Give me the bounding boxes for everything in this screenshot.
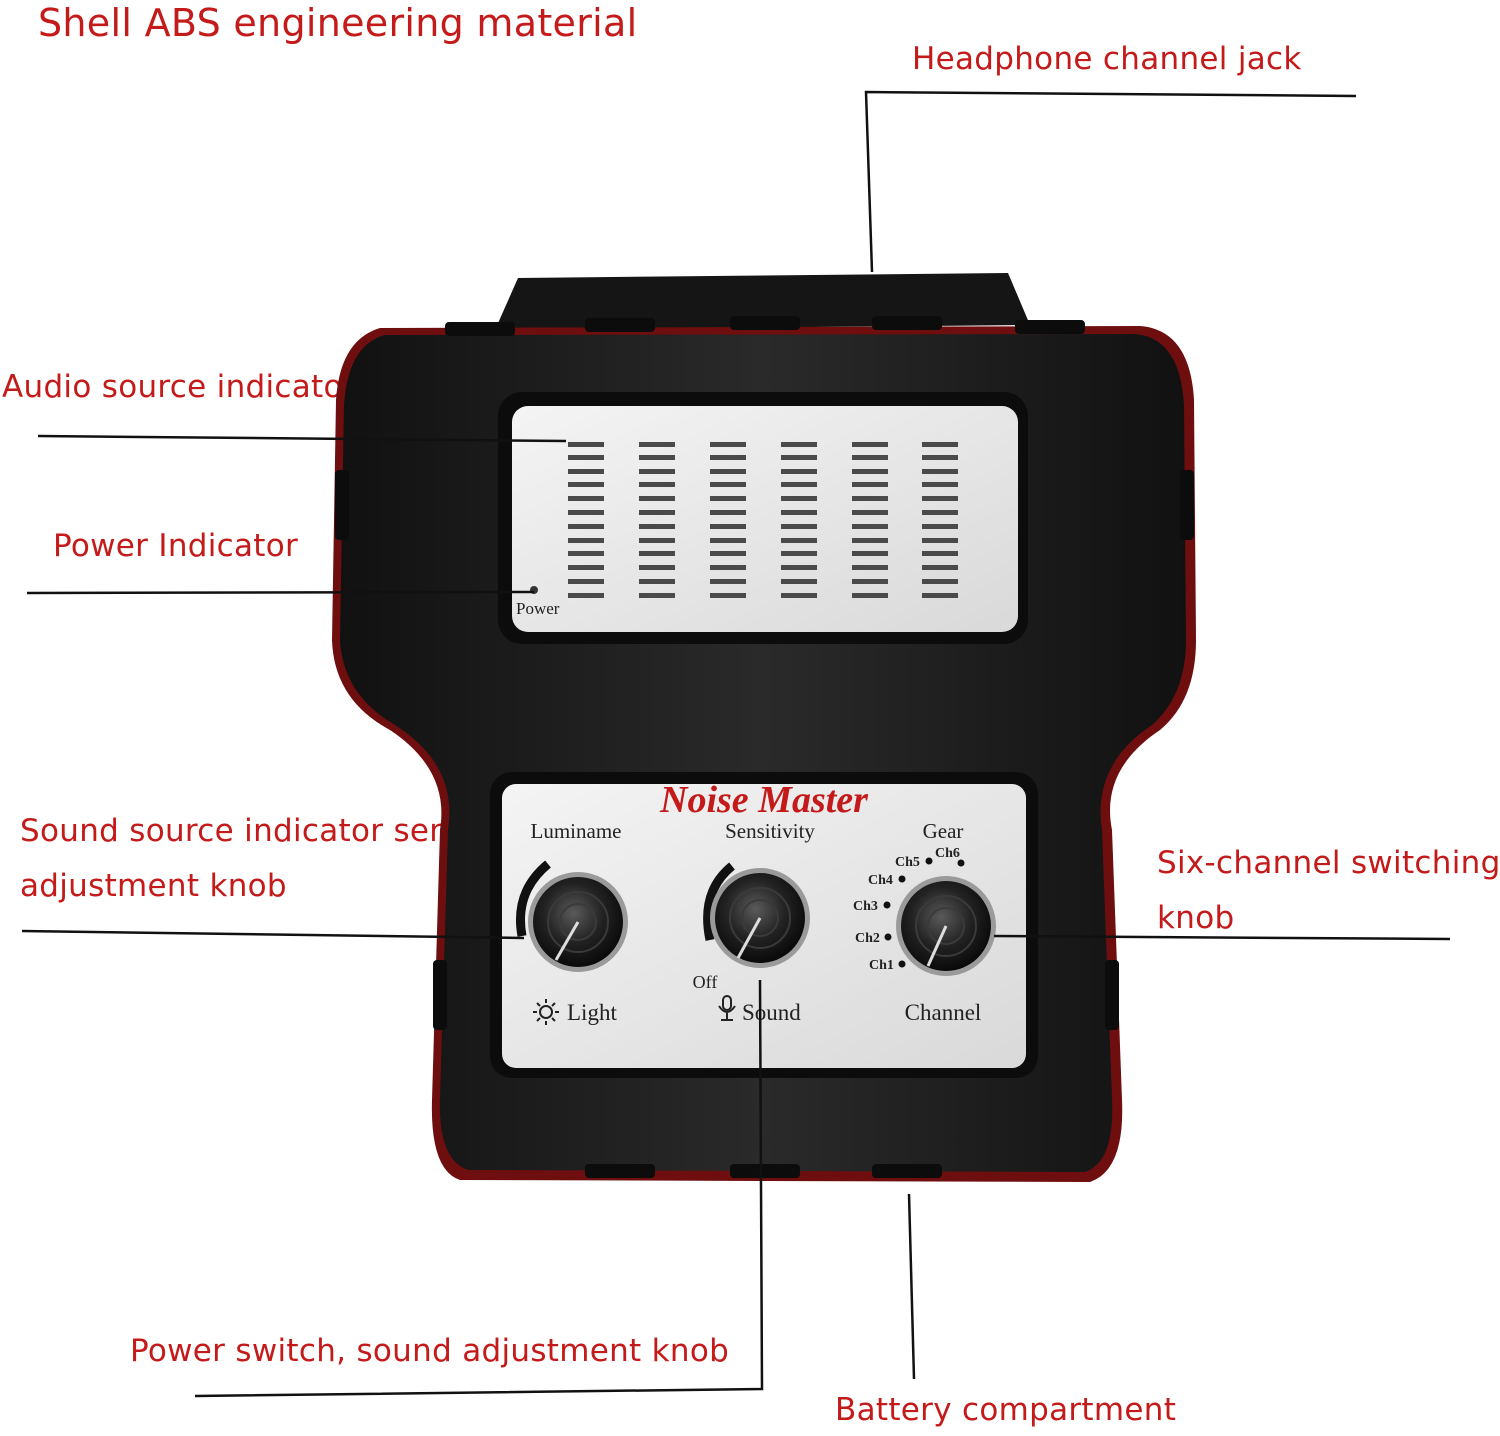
microphone-icon: [718, 995, 736, 1021]
led-column-5: [852, 442, 888, 598]
sensitivity-knob-label-line2: adjustment knob: [20, 868, 287, 904]
luminame-label: Luminame: [531, 819, 622, 843]
sound-knob[interactable]: [710, 868, 810, 968]
sound-label: Sound: [742, 1000, 801, 1025]
channel-marker-ch3: Ch3: [853, 899, 878, 914]
headphone-jack-label: Headphone channel jack: [912, 41, 1302, 77]
led-column-4: [781, 442, 817, 598]
led-column-3: [710, 442, 746, 598]
light-label: Light: [567, 1000, 617, 1025]
power-switch-label: Power switch, sound adjustment knob: [130, 1333, 730, 1369]
led-column-1: [568, 442, 604, 598]
channel-marker-ch2: Ch2: [855, 931, 880, 946]
sensitivity-knob-leader: [21, 929, 525, 940]
channel-knob-label-line2: knob: [1157, 900, 1235, 936]
led-bar-columns: [568, 442, 958, 598]
power-indicator-label: Power Indicator: [53, 528, 299, 564]
headphone-leader: [864, 90, 1357, 273]
leader-lines: [21, 90, 1451, 1398]
channel-knob-label-line1: Six-channel switching: [1157, 845, 1500, 881]
channel-knob[interactable]: [896, 876, 996, 976]
channel-knob-leader: [993, 934, 1451, 941]
shell-material-label: Shell ABS engineering material: [38, 1, 638, 45]
luminame-knob[interactable]: [528, 872, 628, 972]
led-column-2: [639, 442, 675, 598]
battery-leader: [907, 1193, 916, 1380]
channel-marker-ch6: Ch6: [935, 846, 960, 861]
audio-indicator-leader: [37, 434, 567, 443]
channel-marker-ch4: Ch4: [868, 873, 893, 888]
power-indicator-leader: [26, 590, 535, 595]
sun-icon: [533, 999, 559, 1025]
power-switch-leader: [194, 979, 764, 1398]
off-label: Off: [693, 972, 718, 992]
indicator-panel: [512, 406, 1018, 632]
gear-label: Gear: [923, 819, 964, 843]
channel-markers: Ch1 Ch2 Ch3 Ch4 Ch5 Ch6: [853, 846, 965, 973]
channel-marker-ch5: Ch5: [895, 855, 920, 870]
sound-scale-arc: [703, 862, 735, 941]
sensitivity-label: Sensitivity: [725, 819, 815, 843]
battery-compartment-label: Battery compartment: [835, 1392, 1177, 1428]
channel-marker-ch1: Ch1: [869, 958, 894, 973]
led-column-6: [922, 442, 958, 598]
audio-source-indicator-label: Audio source indicator: [2, 369, 356, 405]
brand-title: Noise Master: [659, 779, 869, 821]
channel-label: Channel: [905, 1000, 982, 1025]
luminame-scale-arc: [515, 860, 551, 937]
headphone-jack-housing: [495, 273, 1030, 330]
power-label: Power: [516, 599, 560, 618]
